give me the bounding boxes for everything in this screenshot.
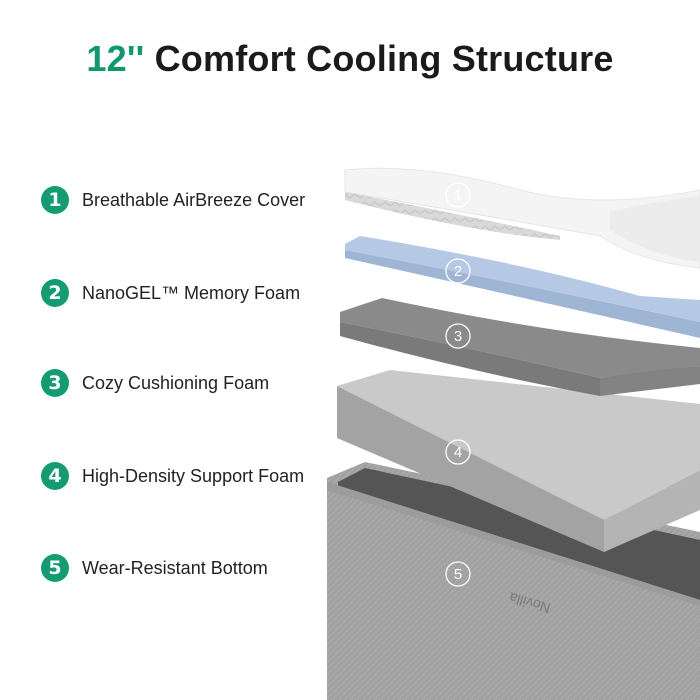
title-text: Comfort Cooling Structure	[154, 38, 614, 79]
cushioning-foam-layer	[340, 298, 700, 396]
feature-item-bottom: 5 Wear-Resistant Bottom	[41, 553, 268, 583]
feature-item-cushioning-foam: 3 Cozy Cushioning Foam	[41, 368, 269, 398]
feature-label: Cozy Cushioning Foam	[82, 372, 270, 393]
feature-label: High-Density Support Foam	[82, 465, 305, 486]
support-foam-layer	[337, 370, 700, 552]
number-5-badge: 5	[41, 554, 69, 582]
layer-1-marker	[445, 182, 471, 208]
layer-4-number: 4	[454, 444, 462, 461]
memory-foam-layer	[345, 236, 700, 338]
page-title: 12'' Comfort Cooling Structure	[0, 38, 700, 80]
number-1-badge: 1	[41, 186, 69, 214]
layer-2-marker	[445, 258, 471, 284]
number-3-badge: 3	[41, 369, 69, 397]
feature-item-cover: 1 Breathable AirBreeze Cover	[41, 185, 305, 215]
mattress-size: 12''	[86, 38, 145, 79]
number-2-badge: 2	[41, 279, 69, 307]
feature-label: Breathable AirBreeze Cover	[82, 189, 306, 210]
feature-item-support-foam: 4 High-Density Support Foam	[41, 461, 304, 491]
airbreeze-cover-layer	[344, 167, 700, 269]
layer-3-marker	[445, 323, 471, 349]
layer-5-number: 5	[454, 566, 462, 583]
layer-3-number: 3	[454, 328, 462, 345]
layer-2-number: 2	[454, 263, 462, 280]
feature-label: NanoGEL™ Memory Foam	[82, 282, 301, 303]
layer-4-marker	[445, 439, 471, 465]
layer-1-number: 1	[454, 187, 462, 204]
feature-item-memory-foam: 2 NanoGEL™ Memory Foam	[41, 278, 300, 308]
feature-label: Wear-Resistant Bottom	[82, 557, 268, 578]
number-4-badge: 4	[41, 462, 69, 490]
layer-5-marker	[445, 561, 471, 587]
